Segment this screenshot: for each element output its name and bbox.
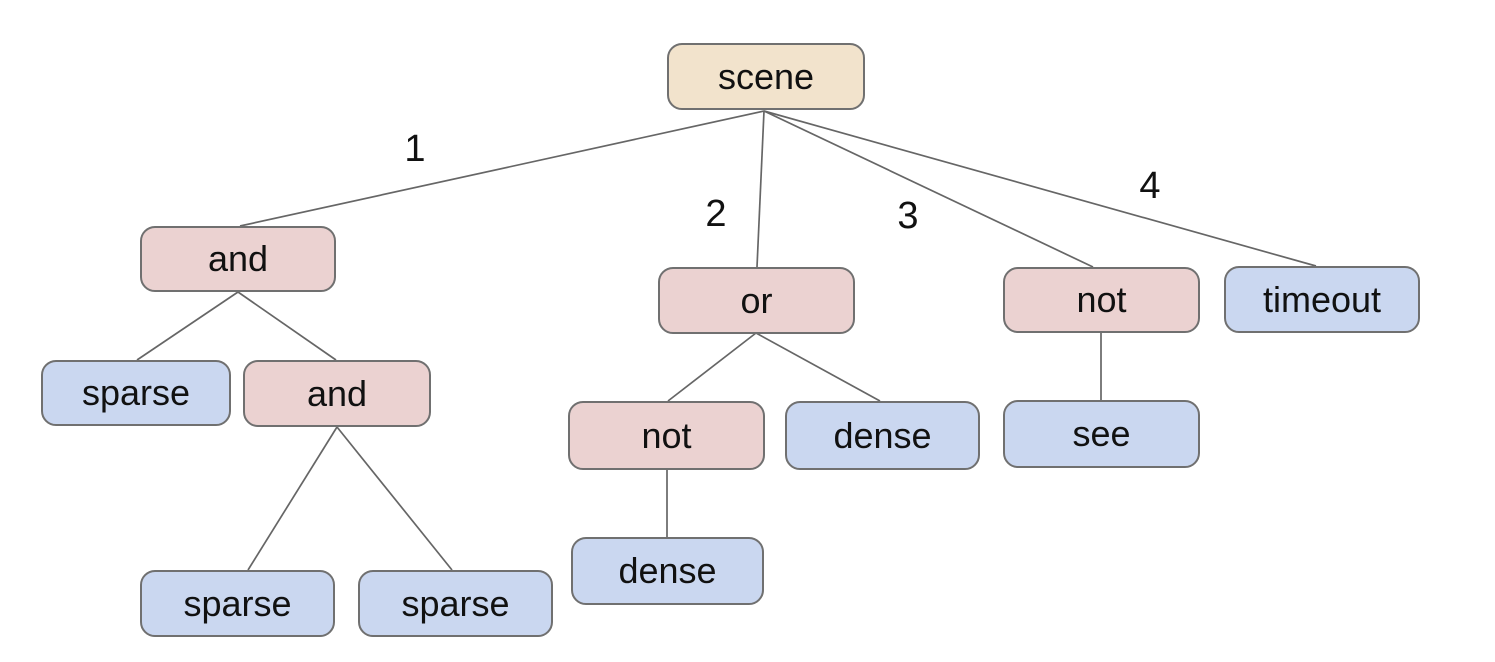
node-scene: scene <box>667 43 865 110</box>
node-sparse-2: sparse <box>140 570 335 637</box>
node-sparse-1: sparse <box>41 360 231 426</box>
edge-label-2: 2 <box>705 193 727 235</box>
node-and-1: and <box>140 226 336 292</box>
node-dense-1: dense <box>785 401 980 470</box>
node-and-2: and <box>243 360 431 427</box>
node-timeout: timeout <box>1224 266 1420 333</box>
edge-label-1: 1 <box>404 128 426 170</box>
edge-and1-sparse1 <box>136 291 239 361</box>
edge-scene-timeout <box>763 110 1317 267</box>
edge-and2-sparse2 <box>247 426 338 571</box>
edge-or1-not2 <box>667 332 757 402</box>
node-see: see <box>1003 400 1200 468</box>
edge-label-4: 4 <box>1139 165 1161 207</box>
edge-scene-not1 <box>763 110 1094 268</box>
edge-scene-and1 <box>239 110 765 227</box>
node-not-1: not <box>1003 267 1200 333</box>
edge-label-3: 3 <box>897 195 919 237</box>
edge-and2-sparse3 <box>336 426 453 571</box>
edge-and1-and2 <box>237 291 337 361</box>
node-sparse-3: sparse <box>358 570 553 637</box>
node-dense-2: dense <box>571 537 764 605</box>
node-not-2: not <box>568 401 765 470</box>
edge-or1-dense1 <box>755 332 881 402</box>
node-or-1: or <box>658 267 855 334</box>
edge-scene-or1 <box>756 110 765 268</box>
